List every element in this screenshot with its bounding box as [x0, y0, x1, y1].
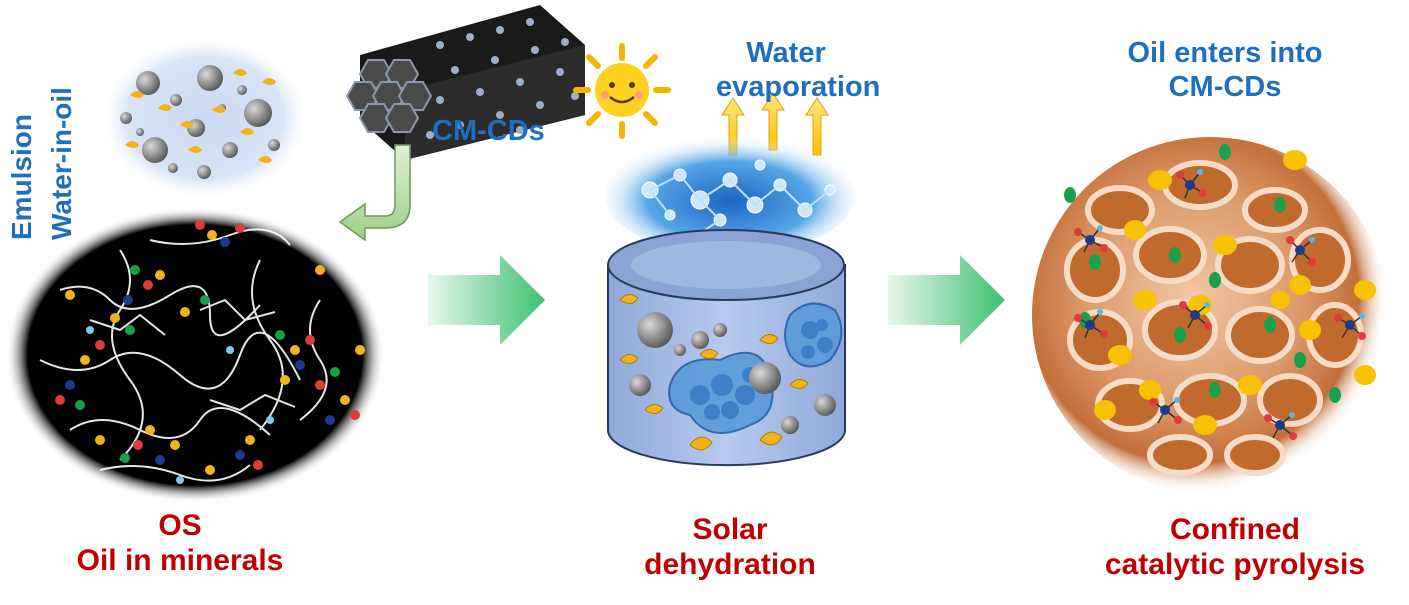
water-evaporation-line2: evaporation	[716, 71, 881, 104]
porous-catalyst-sphere	[1032, 137, 1388, 493]
os-caption-line2: Oil in minerals	[76, 544, 284, 578]
water-droplet-cluster	[668, 302, 843, 434]
water-evaporation-line1: Water	[746, 37, 826, 69]
hexagonal-tube-bundle-icon	[345, 5, 585, 160]
water-evaporation-label: Water evaporation	[716, 36, 881, 104]
emulsion-label: Emulsion	[6, 113, 37, 240]
oil-shale-mineral-image	[5, 207, 385, 503]
oil-enters-line2: CM-CDs	[1168, 71, 1282, 104]
confined-caption-line1: Confined	[1170, 513, 1300, 546]
os-caption: OS Oil in minerals	[55, 508, 305, 579]
solar-caption: Solar dehydration	[640, 512, 820, 583]
process-arrow-icon	[428, 255, 545, 345]
cm-cds-label: CM-CDs	[432, 115, 545, 147]
evaporation-arrows	[721, 92, 829, 156]
water-vapor-cloud	[605, 135, 855, 255]
oil-enters-label: Oil enters into CM-CDs	[1100, 36, 1350, 104]
curved-arrow-icon	[338, 144, 411, 242]
solar-caption-line1: Solar	[692, 513, 768, 546]
oil-enters-line1: Oil enters into	[1127, 37, 1323, 69]
solar-caption-line2: dehydration	[644, 548, 816, 582]
emulsion-droplet-cluster	[100, 36, 310, 200]
smiling-sun-icon	[573, 43, 671, 139]
confined-caption: Confined catalytic pyrolysis	[1090, 512, 1380, 583]
dehydration-vessel	[607, 229, 846, 467]
water-in-oil-label: Water-in-oil	[46, 87, 77, 240]
os-caption-line1: OS	[158, 509, 202, 542]
process-arrow-icon	[888, 255, 1005, 345]
confined-caption-line2: catalytic pyrolysis	[1104, 548, 1366, 582]
